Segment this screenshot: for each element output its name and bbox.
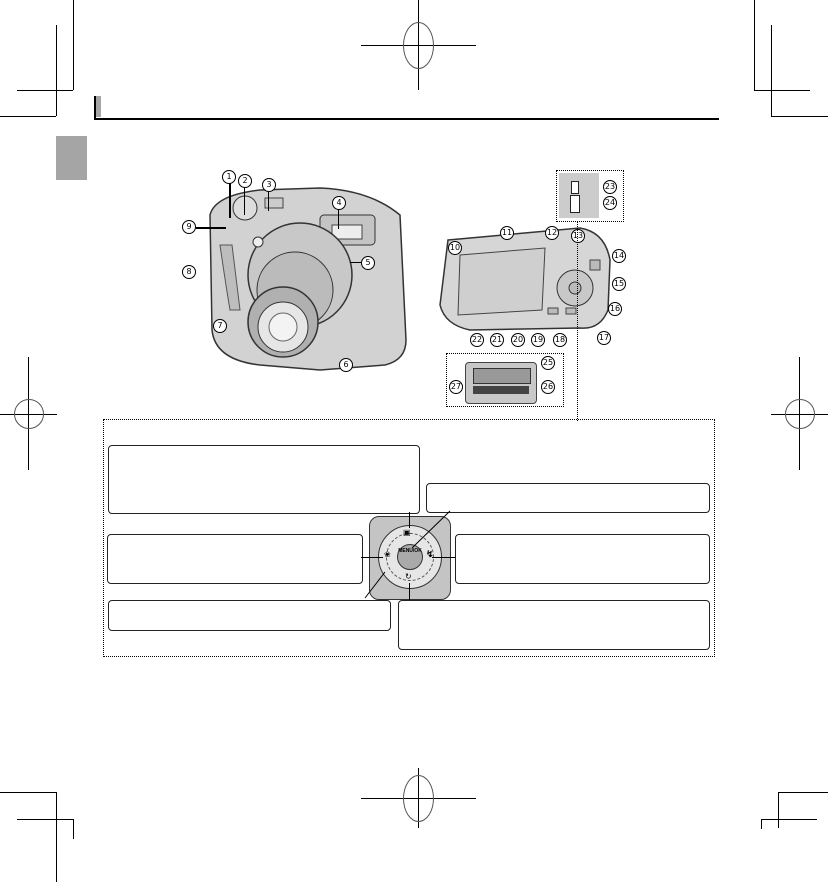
callout-14: 14: [612, 249, 626, 263]
callout-26: 26: [541, 380, 555, 394]
callout-11: 11: [500, 226, 514, 240]
leader-down: [409, 583, 410, 600]
label-box-left: [107, 534, 363, 584]
callout-12: 12: [545, 226, 559, 240]
self-timer-icon: ↻: [405, 572, 412, 581]
leader-up: [409, 512, 410, 528]
callout-10: 10: [448, 241, 462, 255]
label-box-bottom-right: [398, 600, 710, 650]
callout-16: 16: [608, 302, 622, 316]
callout-20: 20: [511, 333, 525, 347]
flash-icon: ↯: [426, 549, 434, 559]
callout-2: 2: [238, 174, 252, 188]
battery-inset: 25 26 27: [446, 353, 564, 407]
section-tab: [56, 136, 87, 180]
label-box-top-right: [426, 483, 710, 513]
macro-icon: ❀: [384, 550, 391, 559]
label-box-top-left: [108, 445, 420, 514]
ports-inset: 23 24: [556, 170, 624, 222]
leader-left: [361, 557, 383, 558]
callout-15: 15: [612, 277, 626, 291]
callout-22: 22: [470, 333, 484, 347]
trash-icon: ▣: [403, 528, 411, 537]
callout-25: 25: [541, 356, 555, 370]
section-title-rule: [94, 96, 719, 120]
callout-6: 6: [339, 358, 353, 372]
leader-right: [432, 557, 455, 558]
callout-8: 8: [182, 265, 196, 279]
diagonal-leaders: [364, 510, 451, 599]
callout-24: 24: [603, 196, 617, 210]
callout-7: 7: [213, 319, 227, 333]
menu-ok-button: MENU/OK: [397, 544, 423, 570]
label-box-right: [455, 534, 710, 584]
callout-3: 3: [262, 178, 276, 192]
callout-21: 21: [490, 333, 504, 347]
callout-23: 23: [603, 180, 617, 194]
label-box-bottom-left: [108, 600, 391, 631]
callout-5: 5: [361, 256, 375, 270]
callout-18: 18: [553, 333, 567, 347]
ports-inset-leader: [577, 221, 578, 421]
callout-19: 19: [531, 333, 545, 347]
callout-17: 17: [597, 331, 611, 345]
callout-1: 1: [222, 170, 236, 184]
callout-13: 13: [571, 229, 585, 243]
callout-27: 27: [449, 380, 463, 394]
section-title-accent: [96, 96, 101, 117]
callout-9: 9: [182, 220, 196, 234]
control-dial-panel: [103, 419, 715, 657]
callout-4: 4: [332, 196, 346, 210]
